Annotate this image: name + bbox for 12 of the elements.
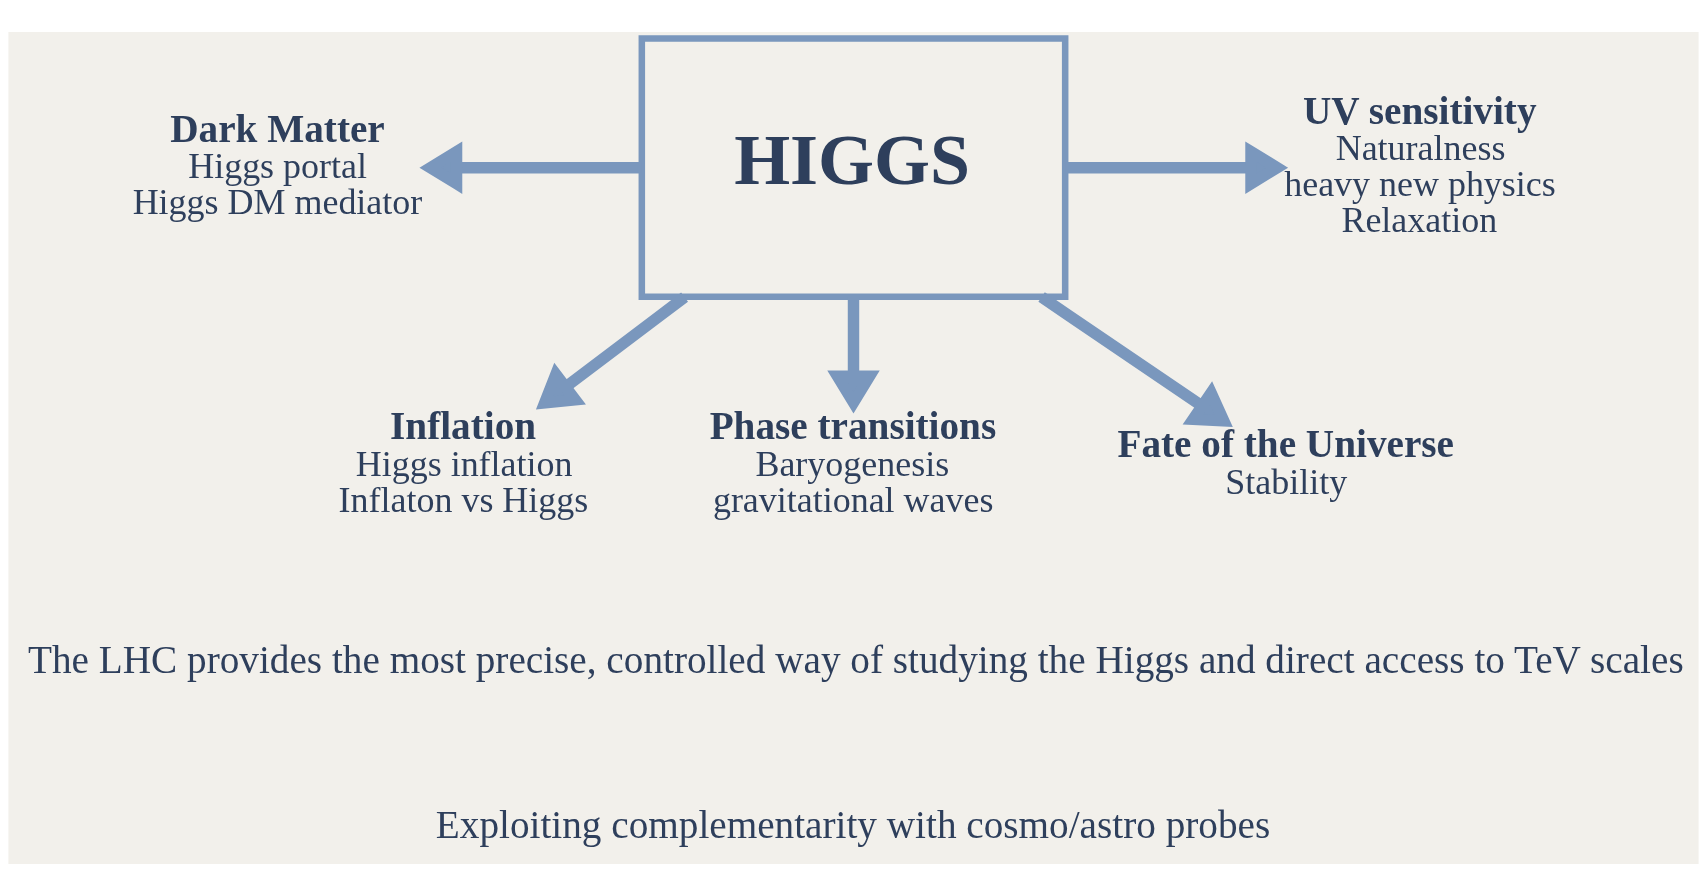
- label: The LHC provides the most precise, controlled way of studying the Higgs and direct access to TeV scales: [28, 637, 1684, 681]
- arrow: [535, 292, 688, 409]
- arrow: [1065, 140, 1289, 194]
- node-text: Dark Matter Higgs portal Higgs DM mediator: [132, 106, 423, 222]
- node-text: Phase transitions Baryogenesis gravitational waves: [709, 403, 997, 520]
- node-text: UV sensitivity Naturalness heavy new physics Relaxation: [1284, 88, 1556, 240]
- node-box: HIGGS: [638, 34, 1069, 300]
- arrow: [1038, 291, 1233, 427]
- node-text: Inflation Higgs inflation Inflaton vs Higgs: [338, 403, 589, 520]
- label: Exploiting complementarity with cosmo/astro probes: [435, 802, 1271, 846]
- node-text: Fate of the Universe Stability: [1117, 421, 1455, 502]
- arrow: [419, 140, 642, 194]
